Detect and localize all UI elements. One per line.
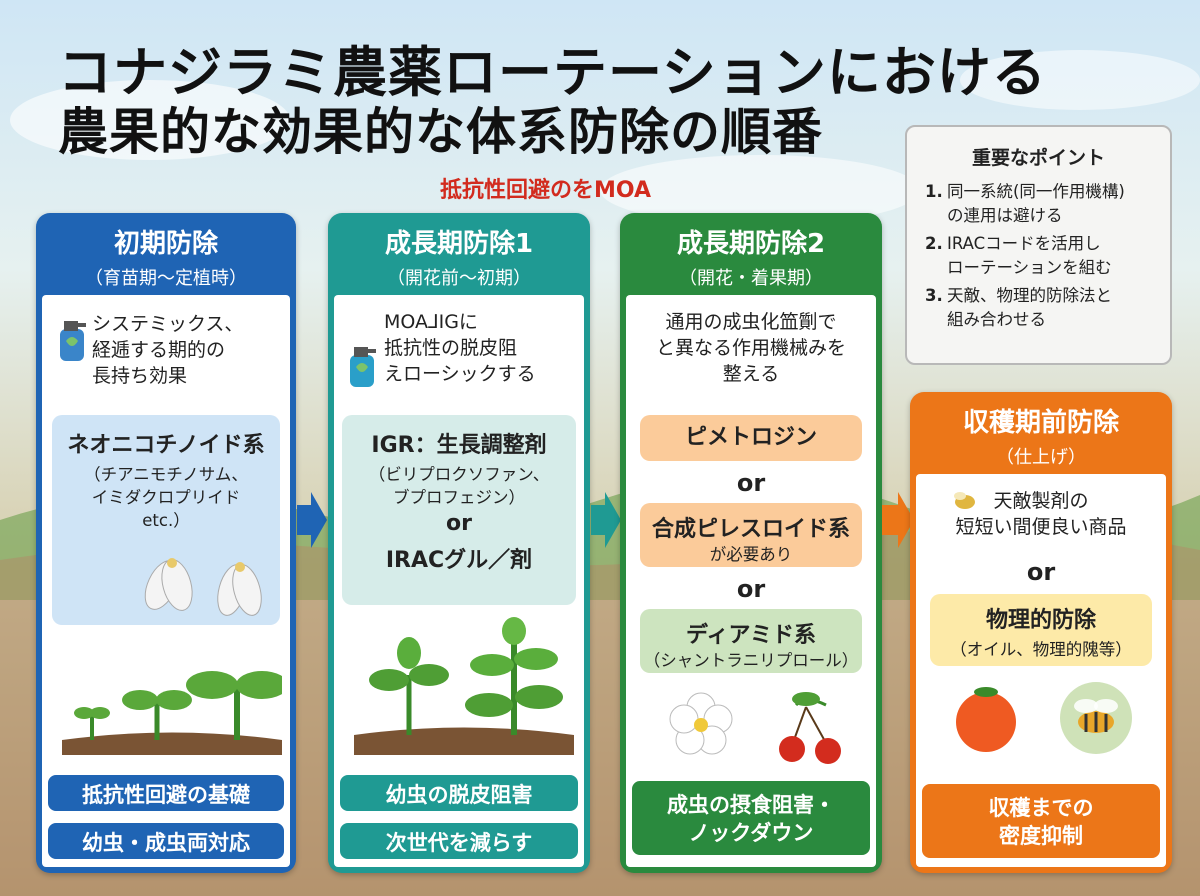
stage-header: 収穫期前防除 （仕上げ） — [910, 392, 1172, 469]
stage-card-pre-harvest: 収穫期前防除 （仕上げ） 天敵製剤の 短短い間便良い商品 or 物理的防除 （オ… — [910, 392, 1172, 873]
pesticide-alt: IRACグル／剤 — [385, 548, 533, 573]
pesticide-name: ピメトロジン — [684, 425, 817, 450]
fruit-and-bee-icon — [956, 682, 1132, 754]
or-separator: or — [1026, 558, 1056, 586]
key-points-list: 1. 同一系統(同一作用機構) の連用は避ける 2. IRACコードを活用し ロ… — [925, 180, 1170, 332]
pesticide-option: 合成ピレスロイド系 が必要あり — [640, 503, 862, 567]
stage-heading: 成長期防除1 — [384, 229, 534, 259]
stage-description: 天敵製剤の 短短い間便良い商品 — [955, 490, 1127, 538]
flow-arrow-icon — [591, 492, 621, 548]
key-points-box: 重要なポイント 1. 同一系統(同一作用機構) の連用は避ける 2. IRACコ… — [905, 125, 1172, 365]
stage-period: （開花前〜初期） — [387, 268, 531, 289]
stage-period: （育苗期〜定植時） — [85, 268, 247, 289]
stage-description: システミックス、 経逓する期的の 長持ち効果 — [92, 313, 244, 387]
seedling-growth-icon — [62, 671, 282, 755]
or-separator: or — [446, 511, 472, 536]
spray-bottle-icon — [60, 321, 86, 361]
flow-arrow-icon — [882, 492, 914, 548]
subtitle: 抵抗性回避のをMOA — [440, 178, 652, 203]
stage-body: 通用の成虫化笽劕で と異なる作用機械みを 整える ピメトロジン or 合成ピレス… — [626, 295, 876, 867]
stage-tag: 抵抗性回避の基礎 — [46, 773, 286, 813]
key-point-item: 2. IRACコードを活用し ローテーションを組む — [925, 232, 1170, 280]
key-point-text: IRACコードを活用し ローテーションを組む — [947, 234, 1112, 277]
pesticide-option: ディアミド系 （シャントラニリプロール） — [640, 609, 862, 673]
pesticide-examples: （シャントラニリプロール） — [643, 651, 859, 670]
stage-heading: 成長期防除2 — [676, 229, 826, 259]
key-point-text: 同一系統(同一作用機構) の連用は避ける — [947, 182, 1125, 225]
stage-header: 初期防除 （育苗期〜定植時） — [36, 213, 296, 290]
stage-heading: 初期防除 — [113, 229, 218, 259]
key-point-item: 3. 天敵、物理的防除法と 組み合わせる — [925, 284, 1170, 332]
stage-tag: 幼虫の脱皮阻害 — [338, 773, 580, 813]
stage-card-initial: 初期防除 （育苗期〜定植時） システミックス、 経逓する期的の 長持ち効果 ネオ… — [36, 213, 296, 873]
stage-period: （仕上げ） — [996, 447, 1086, 468]
pesticide-examples: （オイル、物理的隗等） — [950, 640, 1132, 659]
stage-card-growth-2: 成長期防除2 （開花・着果期） 通用の成虫化笽劕で と異なる作用機械みを 整える… — [620, 213, 882, 873]
flower-fruit-icon — [669, 692, 841, 764]
stage-heading: 収穫期前防除 — [962, 408, 1119, 438]
flow-arrow-icon — [297, 492, 327, 548]
pesticide-box: IGR：生長調整剤 （ビリプロクソファン、 ブプロフェジン） or IRACグル… — [342, 415, 576, 605]
plant-growth-icon — [354, 617, 574, 755]
stage-tag: 成虫の摂食阻害・ ノックダウン — [630, 779, 872, 857]
spray-bottle-icon — [350, 347, 376, 387]
key-point-item: 1. 同一系統(同一作用機構) の連用は避ける — [925, 180, 1170, 228]
stage-header: 成長期防除1 （開花前〜初期） — [328, 213, 590, 290]
or-separator: or — [736, 575, 766, 603]
pesticide-note: が必要あり — [709, 545, 793, 564]
key-point-number: 2. — [925, 234, 943, 253]
pesticide-examples: （ビリプロクソファン、 ブプロフェジン） — [368, 465, 550, 507]
pesticide-name: 合成ピレスロイド系 — [651, 517, 850, 542]
pesticide-box: 物理的防除 （オイル、物理的隗等） — [930, 594, 1152, 666]
or-separator: or — [736, 469, 766, 497]
stage-body: MOA⅃IGに 抵抗性の脱皮阻 えローシックする IGR：生長調整剤 （ビリプロ… — [334, 295, 584, 867]
key-point-number: 3. — [925, 286, 943, 305]
pesticide-box: ネオニコチノイド系 （チアニモチノサム、 イミダクロプリイド etc.） — [52, 415, 280, 625]
stage-body: システミックス、 経逓する期的の 長持ち効果 ネオニコチノイド系 （チアニモチノ… — [42, 295, 290, 867]
pesticide-name: IGR：生長調整剤 — [371, 433, 547, 458]
key-point-number: 1. — [925, 182, 943, 201]
stage-description: 通用の成虫化笽劕で と異なる作用機械みを 整える — [655, 311, 846, 385]
stage-tag: 収穫までの 密度抑制 — [920, 782, 1162, 860]
pesticide-name: ディアミド系 — [685, 623, 817, 648]
stage-tag: 次世代を減らす — [338, 821, 580, 861]
whitefly-icon — [144, 558, 262, 616]
pesticide-option: ピメトロジン — [640, 415, 862, 461]
title-line-2: 農果的な効果的な体系防除の順番 — [58, 103, 823, 161]
natural-enemy-icon — [954, 492, 975, 509]
pesticide-name: ネオニコチノイド系 — [67, 433, 265, 458]
title-line-1: コナジラミ農薬ローテーションにおける — [58, 41, 1047, 104]
key-points-heading: 重要なポイント — [971, 147, 1105, 169]
pesticide-name: 物理的防除 — [985, 608, 1096, 633]
key-point-text: 天敵、物理的防除法と 組み合わせる — [947, 286, 1112, 329]
stage-period: （開花・着果期） — [679, 268, 823, 289]
stage-description: MOA⅃IGに 抵抗性の脱皮阻 えローシックする — [384, 311, 536, 385]
pesticide-examples: （チアニモチノサム、 イミダクロプリイド etc.） — [84, 465, 248, 530]
stage-header: 成長期防除2 （開花・着果期） — [620, 213, 882, 290]
stage-tag: 幼虫・成虫両対応 — [46, 821, 286, 861]
stage-card-growth-1: 成長期防除1 （開花前〜初期） MOA⅃IGに 抵抗性の脱皮阻 えローシックする… — [328, 213, 590, 873]
